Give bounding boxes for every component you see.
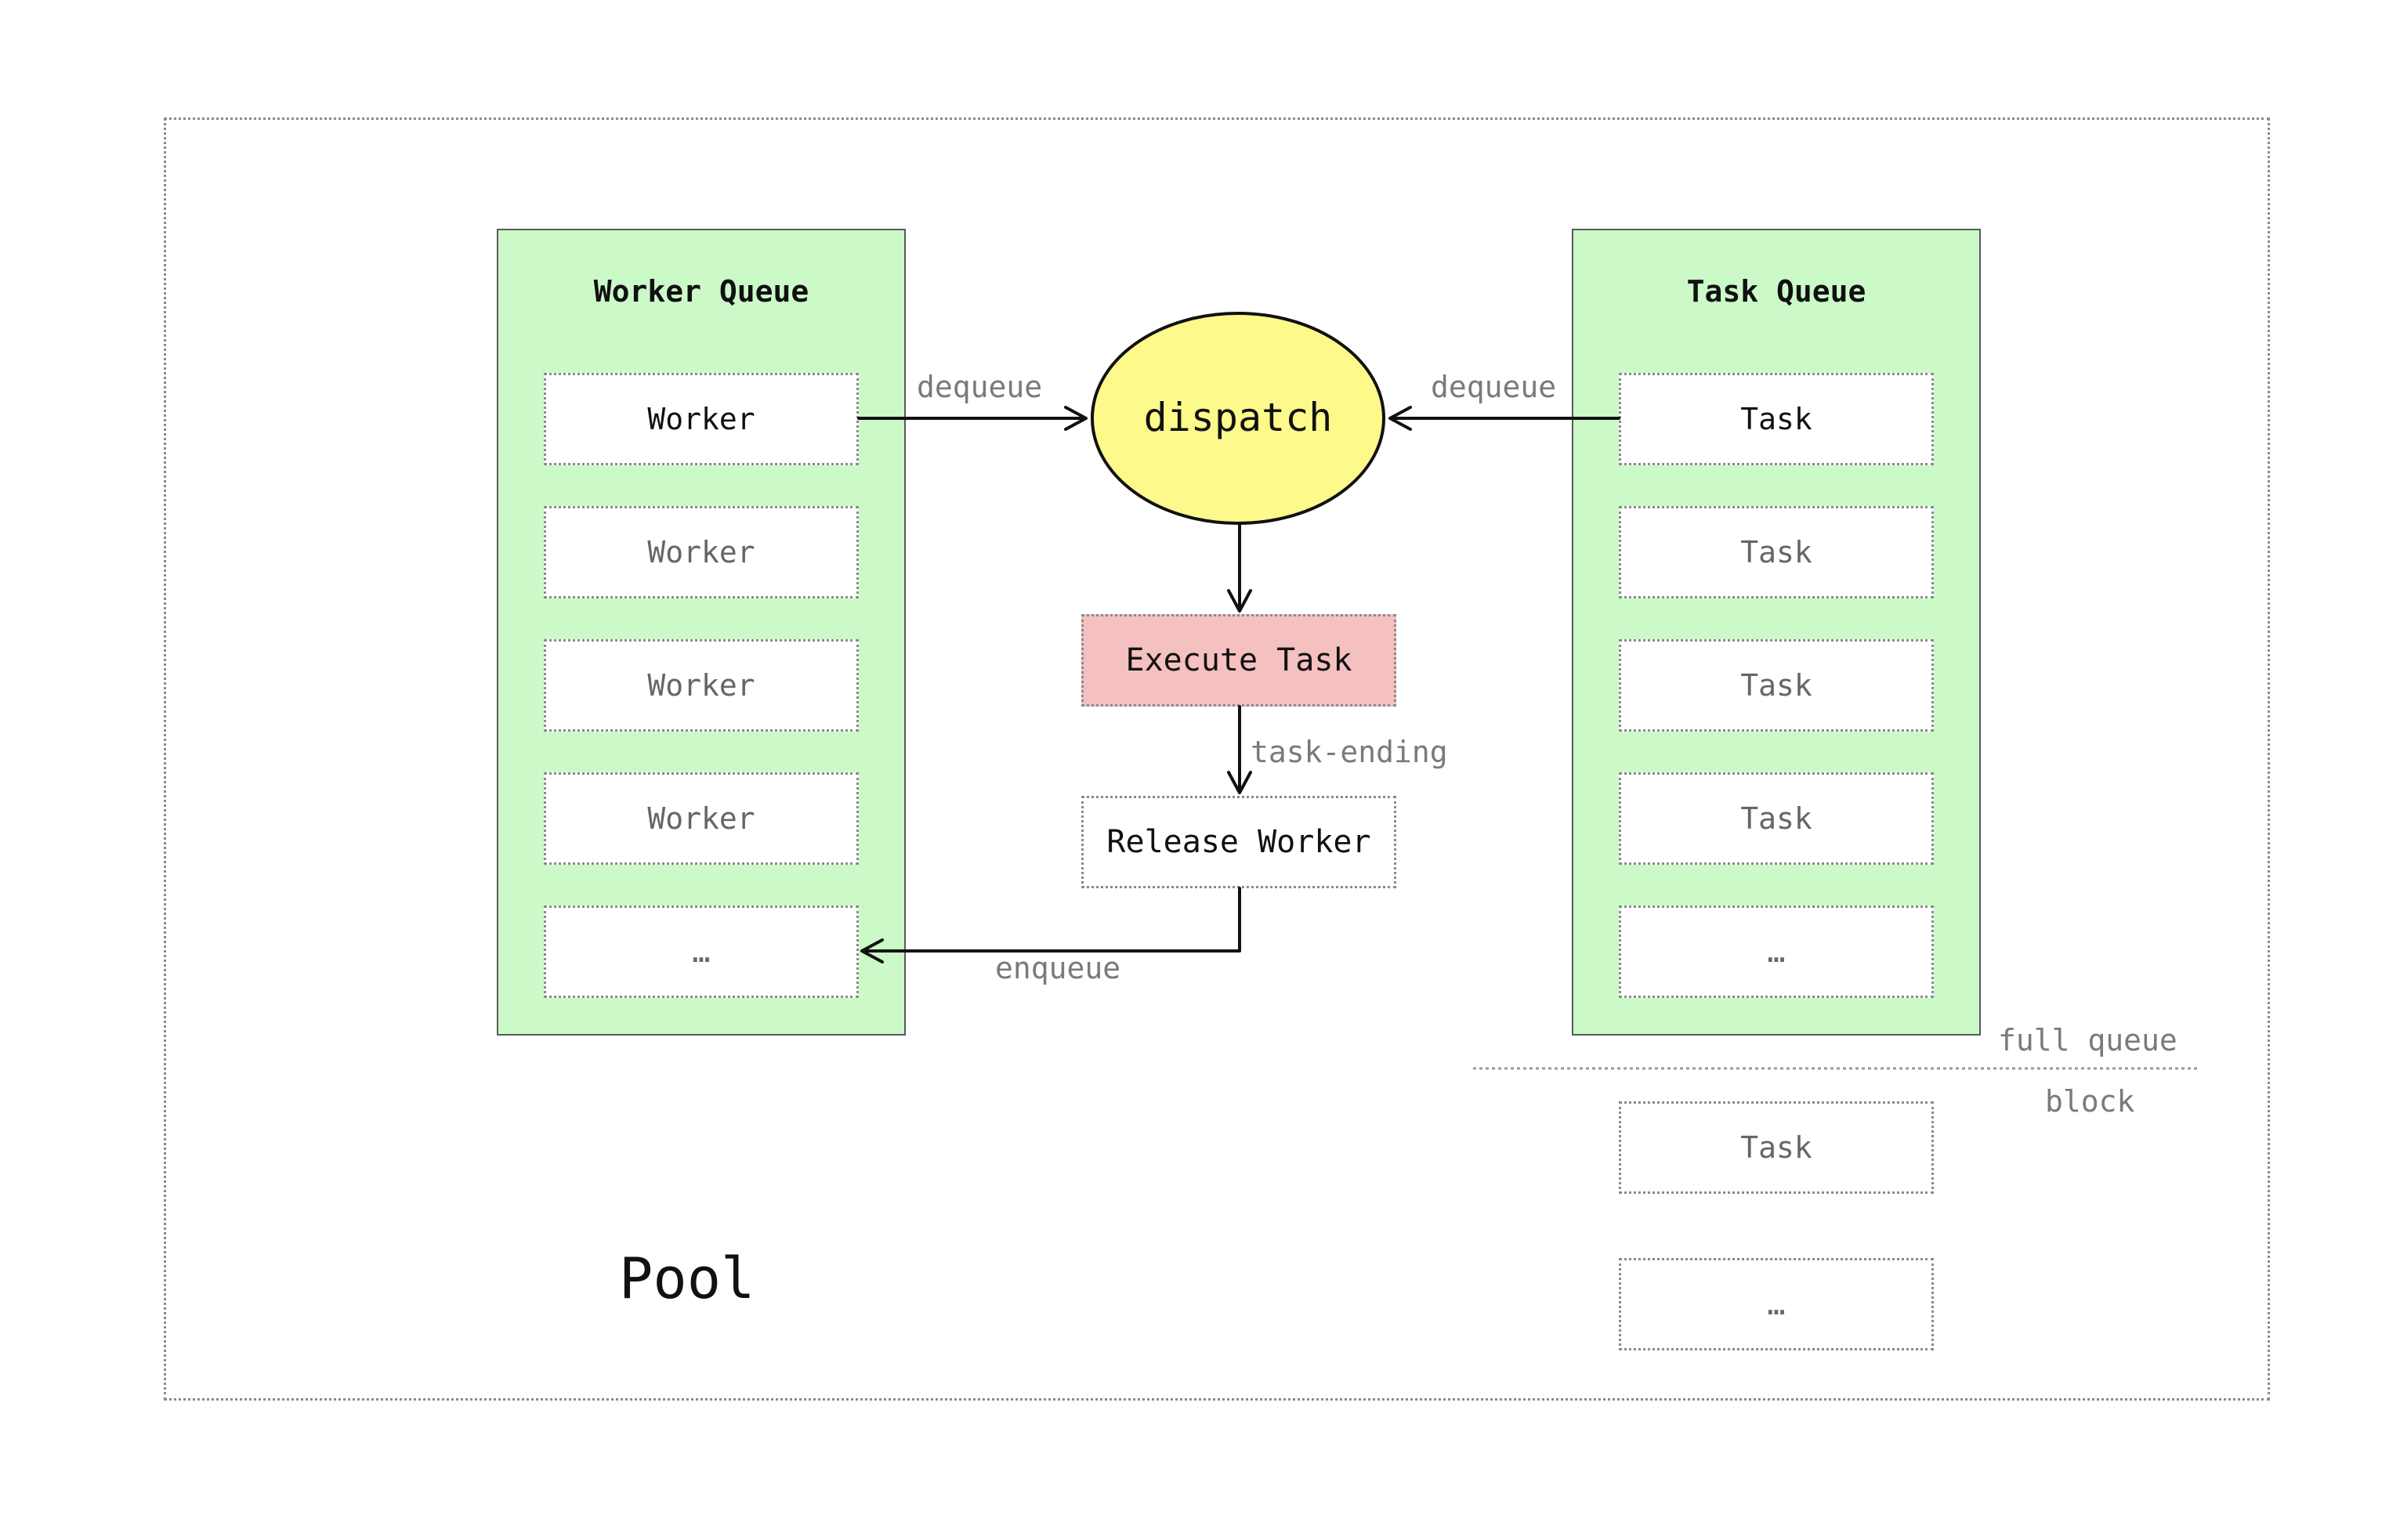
execute-task-box: Execute Task	[1081, 614, 1396, 707]
worker-slot: Worker	[544, 639, 859, 732]
worker-queue	[497, 229, 906, 1036]
worker-slot: Worker	[544, 373, 859, 465]
task-slot: Task	[1619, 772, 1934, 865]
arrowhead	[1227, 771, 1252, 794]
blocked-task-slot: Task	[1619, 1101, 1934, 1194]
worker-slot: Worker	[544, 506, 859, 598]
task-ending-label: task-ending	[1251, 735, 1448, 769]
task-slot: Task	[1619, 639, 1934, 732]
enqueue-label: enqueue	[995, 951, 1121, 985]
blocked-task-slot-ellipsis: …	[1619, 1258, 1934, 1350]
release-worker-box: Release Worker	[1081, 796, 1396, 888]
worker-slot: Worker	[544, 772, 859, 865]
enqueue-arrow	[862, 887, 1241, 953]
task-queue-title: Task Queue	[1686, 274, 1866, 309]
worker-queue-title: Worker Queue	[593, 274, 809, 309]
arrowhead	[1388, 406, 1412, 431]
task-dequeue-label: dequeue	[1431, 370, 1557, 404]
full-queue-label: full queue	[1998, 1023, 2177, 1057]
arrowhead	[1227, 589, 1252, 613]
pool-title: Pool	[619, 1245, 755, 1311]
task-slot: Task	[1619, 373, 1934, 465]
worker-dequeue-label: dequeue	[917, 370, 1043, 404]
arrowhead	[860, 938, 884, 963]
dispatch-label: dispatch	[1144, 395, 1333, 440]
block-label: block	[2045, 1084, 2135, 1119]
task-queue	[1572, 229, 1981, 1036]
worker-slot-ellipsis: …	[544, 906, 859, 998]
arrowhead	[1064, 406, 1088, 431]
task-slot: Task	[1619, 506, 1934, 598]
task-slot-ellipsis: …	[1619, 906, 1934, 998]
pool-boundary	[164, 117, 2270, 1401]
